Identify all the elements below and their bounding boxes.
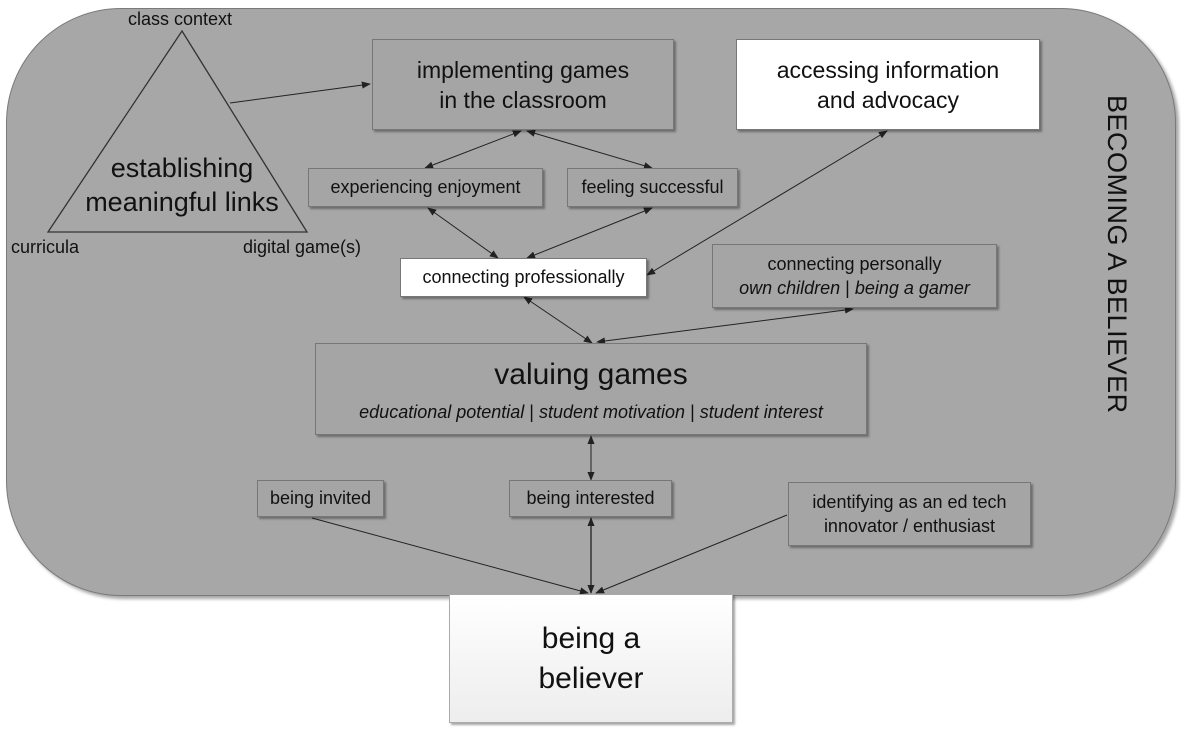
valuing-separator-2: | <box>685 401 700 422</box>
feeling-successful-box: feeling successful <box>567 168 738 207</box>
arrow-implementing-successful <box>526 129 653 170</box>
triangle-left-label: curricula <box>11 237 80 257</box>
arrow-successful-professional <box>526 207 653 259</box>
believer-line2: believer <box>538 661 644 695</box>
feeling-successful-label: feeling successful <box>581 177 724 198</box>
identifying-line2: innovator / enthusiast <box>823 516 996 536</box>
connecting-personally-detail: own children | being a gamer <box>739 276 970 300</box>
educational-potential-label: educational potential <box>359 401 525 422</box>
triangle-title: establishing meaningful links <box>62 151 302 219</box>
implementing-games-box: implementing games in the classroom <box>372 39 674 130</box>
being-invited-box: being invited <box>257 480 384 517</box>
accessing-line1: accessing information <box>776 56 1000 83</box>
believer-line1: being a <box>541 621 641 655</box>
being-interested-label: being interested <box>526 488 655 509</box>
arrow-accessing-professional <box>646 130 888 276</box>
experiencing-enjoyment-box: experiencing enjoyment <box>308 168 543 207</box>
arrow-identifying-believer <box>595 514 788 594</box>
detail-separator: | <box>840 278 855 298</box>
identifying-box: identifying as an ed tech innovator / en… <box>788 482 1031 546</box>
becoming-a-believer-title: BECOMING A BELIEVER <box>1102 95 1132 414</box>
implementing-line1: implementing games <box>416 56 630 83</box>
being-invited-label: being invited <box>269 488 372 509</box>
arrow-professional-valuing <box>523 296 593 344</box>
accessing-information-box: accessing information and advocacy <box>736 39 1040 130</box>
identifying-line1: identifying as an ed tech <box>812 492 1007 512</box>
student-motivation-label: student motivation <box>538 401 686 422</box>
valuing-games-box: valuing games educational potential | st… <box>315 343 867 435</box>
triangle-top-label: class context <box>128 9 233 29</box>
triangle-title-line2: meaningful links <box>85 187 279 217</box>
being-a-believer-box: being a believer <box>449 594 733 723</box>
valuing-separator-1: | <box>524 401 539 422</box>
arrow-personal-valuing <box>596 306 854 345</box>
valuing-games-title: valuing games <box>494 357 688 391</box>
student-interest-label: student interest <box>699 401 823 422</box>
being-interested-box: being interested <box>509 480 672 517</box>
arrow-implementing-enjoyment <box>424 130 522 169</box>
connecting-professionally-box: connecting professionally <box>400 258 647 297</box>
connecting-personally-title: connecting personally <box>767 254 942 274</box>
experiencing-enjoyment-label: experiencing enjoyment <box>330 177 521 198</box>
meaningful-links-triangle <box>46 29 309 233</box>
arrow-invited-believer <box>311 517 589 595</box>
being-a-gamer-label: being a gamer <box>854 278 970 298</box>
arrow-triangle-to-implementing <box>229 81 371 104</box>
connecting-personally-box: connecting personally own children | bei… <box>712 244 997 308</box>
implementing-line2: in the classroom <box>439 86 607 113</box>
triangle-title-line1: establishing <box>110 153 254 183</box>
arrow-enjoyment-professional <box>427 207 499 259</box>
valuing-games-detail: educational potential | student motivati… <box>359 401 823 424</box>
accessing-line2: and advocacy <box>817 86 959 113</box>
connecting-professionally-label: connecting professionally <box>422 267 625 288</box>
triangle-right-label: digital game(s) <box>243 237 362 257</box>
own-children-label: own children <box>739 278 841 298</box>
